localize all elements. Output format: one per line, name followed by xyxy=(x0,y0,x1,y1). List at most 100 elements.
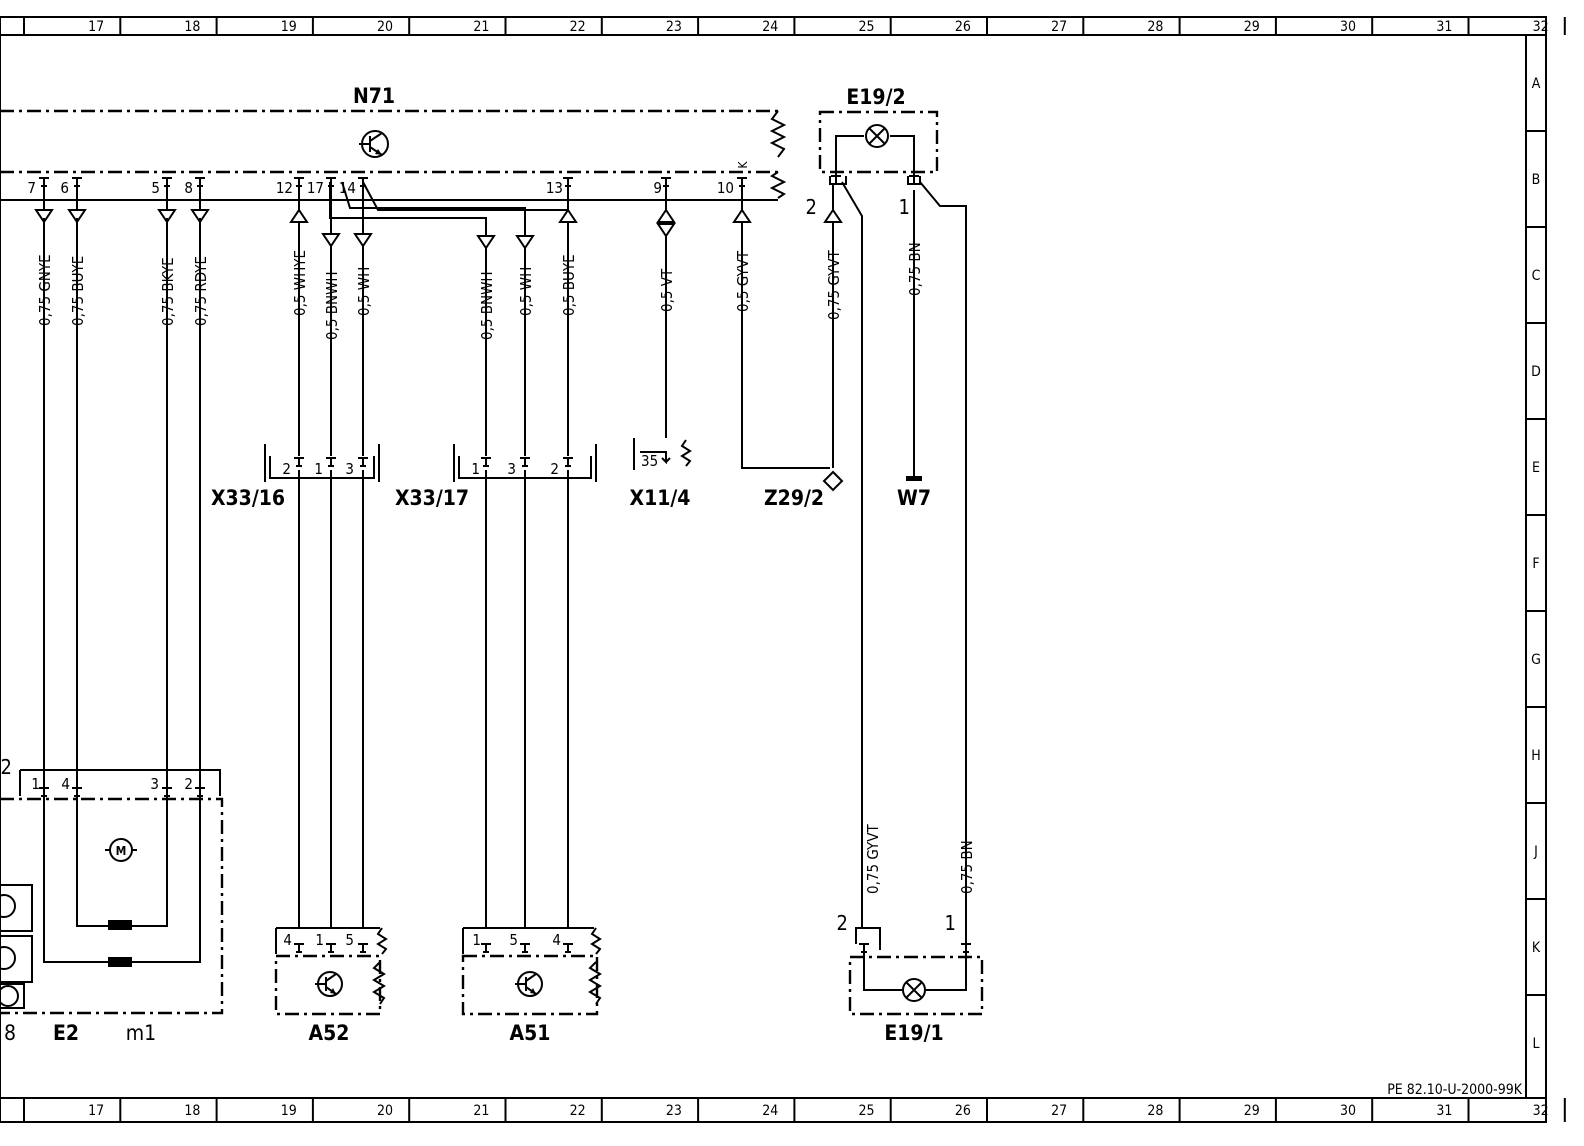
row-label: C xyxy=(1532,268,1541,284)
row-label: J xyxy=(1533,844,1538,860)
wire-label: 0,75 BKYE xyxy=(159,257,177,326)
a52-module: 4 1 5 A52 xyxy=(274,927,388,1045)
pin-label: 2 xyxy=(550,460,559,478)
pin-stub xyxy=(195,787,205,797)
pin-stub xyxy=(326,943,336,953)
pin-label: 3 xyxy=(150,775,159,793)
pin-label: 1 xyxy=(471,460,480,478)
pin-label: 3 xyxy=(507,460,516,478)
wire-label: 0,75 BN xyxy=(906,242,924,296)
column-label: 25 xyxy=(859,19,875,35)
column-label: 25 xyxy=(859,1103,875,1119)
motor-letter: M xyxy=(116,844,127,858)
x33-17-connector: 1 3 2 X33/17 xyxy=(395,444,597,510)
plug-arrow-down xyxy=(353,233,373,248)
pin-stub xyxy=(481,943,491,953)
pin-label: 1 xyxy=(899,195,910,219)
pin-stub xyxy=(294,177,304,187)
wire-label: 0,75 BN xyxy=(958,840,976,894)
transistor-icon xyxy=(315,971,343,997)
plug-arrow-up xyxy=(823,208,843,223)
pin-label: 2 xyxy=(806,195,817,219)
pin-label: 2 xyxy=(282,460,291,478)
pin-label: 14 xyxy=(339,179,356,197)
wire-label: 0,5 BUYE xyxy=(560,254,578,316)
plug-arrow-up xyxy=(656,208,676,223)
x11-4-label: X11/4 xyxy=(630,486,691,510)
plug-arrow-down xyxy=(190,209,210,224)
pin-stub xyxy=(162,177,172,187)
pin-label: 9 xyxy=(653,179,662,197)
pin-label: 1 xyxy=(472,931,481,949)
e19-1-label: E19/1 xyxy=(884,1021,943,1045)
pin-stub xyxy=(563,943,573,953)
z29-2-label: Z29/2 xyxy=(764,486,824,510)
left-edge-label: 8 xyxy=(4,1021,16,1045)
a52-label: A52 xyxy=(309,1021,350,1045)
plug-arrow-down xyxy=(67,209,87,224)
row-label: L xyxy=(1532,1036,1539,1052)
plug-arrow-down xyxy=(34,209,54,224)
column-label: 19 xyxy=(281,19,297,35)
transistor-icon xyxy=(359,130,389,158)
column-label: 23 xyxy=(666,1103,682,1119)
pin-stub xyxy=(294,943,304,953)
pin-stub xyxy=(563,457,573,467)
column-label: 28 xyxy=(1147,19,1163,35)
column-label: 27 xyxy=(1051,1103,1067,1119)
row-label: H xyxy=(1531,748,1540,764)
row-label: F xyxy=(1532,556,1539,572)
column-ticks: 1717181819192020212122222323242425252626… xyxy=(23,17,1566,1122)
e2-label: E2 xyxy=(53,1021,79,1045)
column-label: 17 xyxy=(88,1103,104,1119)
column-label: 19 xyxy=(281,1103,297,1119)
column-label: 26 xyxy=(955,1103,971,1119)
column-label: 29 xyxy=(1244,1103,1260,1119)
pin-stub xyxy=(39,177,49,187)
n71-internal-wiring xyxy=(329,181,569,236)
column-label: 20 xyxy=(377,19,393,35)
wire-label: 0,5 WH xyxy=(355,267,373,316)
w7-ground: W7 xyxy=(897,476,931,510)
pin-stub xyxy=(737,177,747,187)
plug-arrow-down xyxy=(515,235,535,250)
pin-stub xyxy=(961,943,971,953)
plug-arrow-down xyxy=(476,235,496,250)
n71-pin-stubs xyxy=(39,177,747,200)
e2-module: 2 1 4 3 2 M 8 E2 m1 xyxy=(0,755,224,1045)
pin-label: 7 xyxy=(27,179,36,197)
column-label: 23 xyxy=(666,19,682,35)
pin-stub xyxy=(358,943,368,953)
column-label: 18 xyxy=(184,19,200,35)
wire-label: 0,75 GYVT xyxy=(864,823,882,894)
motor-windings xyxy=(108,920,132,967)
wire-label: 0,5 WHYE xyxy=(291,250,309,316)
w7-label: W7 xyxy=(897,486,931,510)
column-label: 31 xyxy=(1436,1103,1452,1119)
pin-stub xyxy=(39,787,49,797)
pin-stub xyxy=(831,175,841,185)
pin-label: 1 xyxy=(31,775,40,793)
pin-stub xyxy=(72,177,82,187)
a51-label: A51 xyxy=(510,1021,551,1045)
pin-stub xyxy=(563,177,573,187)
column-label: 31 xyxy=(1436,19,1452,35)
pin-label: 1 xyxy=(945,911,956,935)
wire-label: 0,75 GNYE xyxy=(36,254,54,326)
column-label: 22 xyxy=(570,1103,586,1119)
column-label: 30 xyxy=(1340,19,1356,35)
plug-arrow-down xyxy=(656,223,676,238)
n71-pin-labels: 7 6 5 8 12 17 14 13 9 10 K xyxy=(27,161,750,197)
column-label: 29 xyxy=(1244,19,1260,35)
lamp-icon xyxy=(865,124,889,148)
pin-stub xyxy=(520,457,530,467)
pin-stub xyxy=(358,457,368,467)
pin-stub xyxy=(72,787,82,797)
pin-label: 2 xyxy=(837,911,848,935)
pin-label: 35 xyxy=(641,452,658,470)
column-label: 32 xyxy=(1533,19,1549,35)
pin-stub xyxy=(909,175,919,185)
pin-stub xyxy=(358,177,368,187)
